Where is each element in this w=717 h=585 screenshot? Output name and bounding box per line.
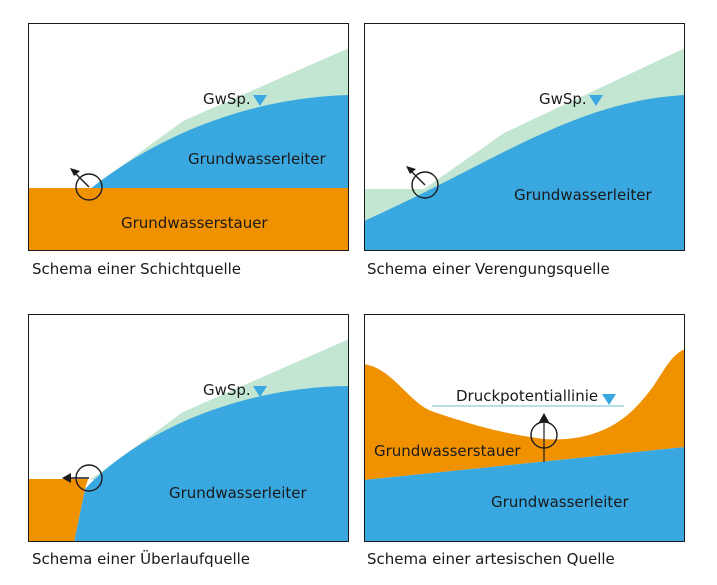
aquiclude-area — [364, 349, 685, 480]
outflow-arrow-icon — [62, 473, 71, 483]
spring-outlet-circle-icon — [75, 173, 103, 201]
water-table-label: GwSp. — [203, 90, 251, 108]
verengungsquelle-diagram: GwSp. Grundwasserleiter — [364, 23, 685, 251]
outflow-arrow-line — [74, 172, 90, 188]
panel-schichtquelle: GwSp. Grundwasserleiter Grundwasserstaue… — [28, 23, 349, 251]
panel-frame — [28, 23, 349, 251]
caption-verengungsquelle: Schema einer Verengungsquelle — [367, 260, 610, 278]
caption-ueberlaufquelle: Schema einer Überlaufquelle — [32, 550, 251, 568]
aquifer-area — [90, 95, 349, 189]
outflow-arrow-icon — [70, 168, 80, 176]
aquiclude-label: Grundwasserstauer — [374, 442, 521, 460]
aquifer-area — [74, 386, 349, 542]
panel-frame — [28, 314, 349, 542]
water-table-triangle-icon — [253, 95, 267, 106]
water-table-triangle-icon — [253, 386, 267, 397]
artesische-quelle-diagram: Druckpotentiallinie Grundwasserstauer Gr… — [364, 314, 685, 542]
aquiclude-area — [28, 479, 88, 542]
outflow-arrow-icon — [539, 413, 549, 422]
aquifer-label: Grundwasserleiter — [514, 186, 652, 204]
caption-schichtquelle: Schema einer Schichtquelle — [32, 260, 242, 278]
aquifer-area — [364, 95, 685, 251]
water-table-label: GwSp. — [539, 90, 587, 108]
panel-ueberlaufquelle: GwSp. Grundwasserleiter — [28, 314, 349, 542]
panel-frame — [364, 23, 685, 251]
groundwater-zone — [364, 48, 685, 223]
water-table-label: GwSp. — [203, 381, 251, 399]
schichtquelle-diagram: GwSp. Grundwasserleiter Grundwasserstaue… — [28, 23, 349, 251]
caption-artesische-quelle: Schema einer artesischen Quelle — [367, 550, 615, 568]
panel-artesische-quelle: Druckpotentiallinie Grundwasserstauer Gr… — [364, 314, 685, 542]
outflow-arrow-icon — [406, 166, 416, 174]
aquiclude-label: Grundwasserstauer — [121, 214, 268, 232]
aquifer-label: Grundwasserleiter — [491, 493, 629, 511]
outflow-arrow-line — [410, 170, 426, 186]
panel-frame — [364, 314, 685, 542]
spring-outlet-circle-icon — [411, 171, 439, 199]
panel-verengungsquelle: GwSp. Grundwasserleiter — [364, 23, 685, 251]
water-table-triangle-icon — [602, 394, 616, 405]
aquifer-area — [364, 447, 685, 542]
aquifer-label: Grundwasserleiter — [169, 484, 307, 502]
aquifer-label: Grundwasserleiter — [188, 150, 326, 168]
pressure-line-label: Druckpotentiallinie — [456, 387, 598, 405]
water-table-triangle-icon — [589, 95, 603, 106]
ueberlaufquelle-diagram: GwSp. Grundwasserleiter — [28, 314, 349, 542]
